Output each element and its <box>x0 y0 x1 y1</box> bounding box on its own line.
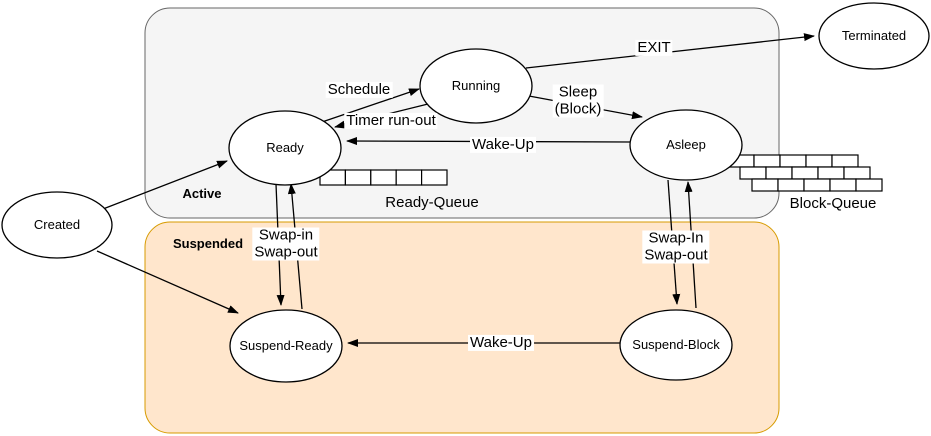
queue-cell <box>855 178 883 192</box>
queue-cell <box>803 178 831 192</box>
queue-cell <box>829 178 857 192</box>
queue-label-block-queue: Block-Queue <box>789 194 877 212</box>
queue-cell <box>791 166 819 180</box>
queue-cell <box>779 154 807 168</box>
node-label-created: Created <box>33 216 81 232</box>
state-nodes <box>1 2 930 383</box>
queue-cell <box>805 154 833 168</box>
node-label-ready: Ready <box>266 139 304 155</box>
node-ready <box>228 110 342 186</box>
node-label-running: Running <box>451 77 501 93</box>
region-label-suspended: Suspended <box>172 235 244 251</box>
queue-cell <box>421 169 448 186</box>
edge-label-swap-left: Swap-in Swap-out <box>252 226 320 261</box>
edge-created-to-ready <box>102 160 228 210</box>
edge-label-sleep-line2: (Block) <box>554 100 602 117</box>
edge-schedule <box>321 88 420 123</box>
queue-cell <box>344 169 372 186</box>
queue-cell <box>751 178 779 192</box>
queue-cell <box>370 169 397 186</box>
queue-cell <box>753 154 781 168</box>
edge-label-sleep-block: Sleep (Block) <box>552 83 604 118</box>
edge-label-swap-right-line1: Swap-In <box>648 229 704 247</box>
edge-label-swap-right: Swap-In Swap-out <box>642 229 710 264</box>
edge-label-wake-up-top: Wake-Up <box>470 135 536 154</box>
edge-label-exit: EXIT <box>635 38 673 57</box>
queue-cell <box>777 178 805 192</box>
edge-label-schedule: Schedule <box>325 80 393 99</box>
edge-created-to-suspend-ready <box>96 250 239 314</box>
edge-label-wake-up-bottom: Wake-Up <box>468 333 534 352</box>
edge-label-swap-right-line2: Swap-out <box>644 246 708 263</box>
edge-label-sleep-line1: Sleep <box>558 83 598 101</box>
edge-label-timer-run-out: Timer run-out <box>344 111 438 130</box>
edge-label-swap-left-line2: Swap-out <box>254 243 318 260</box>
node-suspend-ready <box>229 309 343 383</box>
edge-label-swap-left-line1: Swap-in <box>258 226 314 244</box>
node-asleep <box>629 109 743 181</box>
queue-label-ready-queue: Ready-Queue <box>385 193 479 211</box>
region-label-active: Active <box>182 185 222 201</box>
queue-cell <box>817 166 845 180</box>
queue-cell <box>765 166 793 180</box>
queue-cell <box>831 154 859 168</box>
node-terminated <box>818 2 930 70</box>
node-created <box>1 191 113 259</box>
node-label-terminated: Terminated <box>841 27 907 43</box>
ready-queue-icon <box>319 169 448 186</box>
node-label-suspend-ready: Suspend-Ready <box>239 337 333 353</box>
node-suspend-block <box>619 309 733 381</box>
queue-cell <box>395 169 423 186</box>
queue-cell <box>843 166 871 180</box>
node-running <box>419 48 533 124</box>
node-label-asleep: Asleep <box>666 136 706 152</box>
queue-cell <box>739 166 767 180</box>
node-label-suspend-block: Suspend-Block <box>632 336 720 352</box>
